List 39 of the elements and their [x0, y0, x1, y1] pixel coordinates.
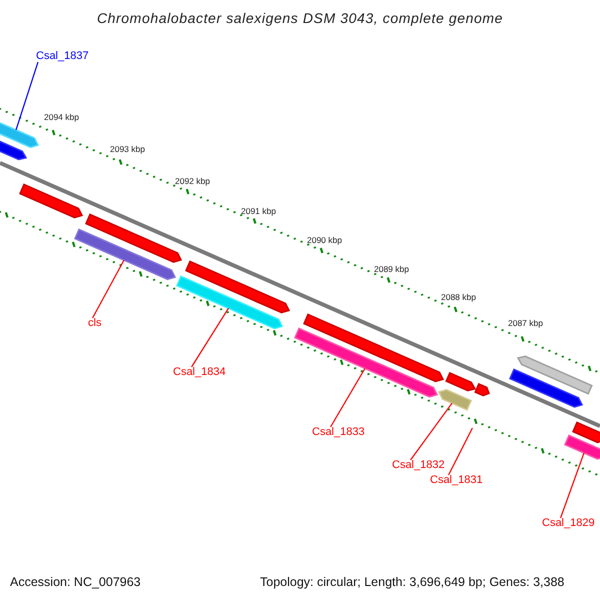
- footer-text: Accession: NC_007963: [10, 576, 141, 588]
- gene-label: Csal_1833: [312, 427, 365, 438]
- tick-label: 2092 kbp: [175, 177, 210, 186]
- gene-feature: [445, 372, 476, 392]
- footer-text: Topology: circular; Length: 3,696,649 bp; Genes: 3,388: [260, 576, 564, 588]
- gene-feature: [85, 213, 182, 263]
- tick-label: 2094 kbp: [44, 113, 79, 122]
- tick-label: 2089 kbp: [374, 265, 409, 274]
- gene-feature: [438, 389, 472, 411]
- leader-line: [330, 368, 366, 428]
- leader-line: [410, 402, 452, 460]
- gene-label: Csal_1832: [392, 460, 445, 471]
- title: Chromohalobacter salexigens DSM 3043, complete genome: [96, 11, 504, 25]
- gene-label: Csal_1829: [542, 518, 595, 529]
- gene-label: Csal_1831: [430, 475, 483, 486]
- leader-line: [191, 308, 229, 368]
- gene-label: Csal_1837: [36, 51, 89, 62]
- gene-feature: [564, 434, 600, 460]
- tick-label: 2091 kbp: [241, 207, 276, 216]
- leader-line: [92, 260, 125, 318]
- gene-feature: [509, 368, 584, 408]
- leader-line: [560, 452, 585, 518]
- tick-label: 2088 kbp: [441, 293, 476, 302]
- gene-feature: [176, 275, 284, 330]
- gene-feature: [474, 382, 490, 396]
- tick-label: 2093 kbp: [110, 145, 145, 154]
- gene-feature: [74, 228, 176, 280]
- leader-line: [15, 62, 39, 130]
- gene-feature: [19, 183, 84, 218]
- gene-feature: [294, 327, 438, 398]
- gene-feature: [303, 313, 444, 382]
- gene-feature: [185, 260, 290, 314]
- gene-feature: [572, 421, 600, 444]
- gene-label: Csal_1834: [173, 367, 226, 378]
- gene-label: cls: [88, 318, 102, 329]
- tick-label: 2090 kbp: [307, 236, 342, 244]
- gene-feature: [516, 356, 593, 395]
- tick-label: 2087 kbp: [508, 319, 543, 328]
- leader-line: [448, 428, 473, 476]
